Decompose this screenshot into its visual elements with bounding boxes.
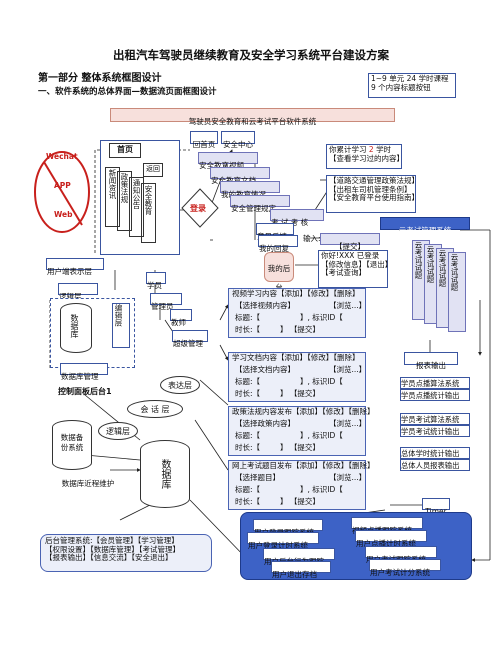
logic-layer: 逻辑层	[58, 283, 98, 301]
log-item: 用户后台行为跟踪	[263, 548, 335, 566]
tab-safety-edu[interactable]: 安全教育	[141, 183, 156, 243]
stats-item[interactable]: 学员考试算法系统	[400, 413, 470, 425]
regulations-box: 【道路交通管理政策法规】 【出租车司机管理条例】 【安全教育平台使用指南】	[326, 175, 419, 213]
stats-item[interactable]: 总体学时统计输出	[400, 447, 470, 459]
subsection-heading: 一、软件系统的总体界面—数据流页面框图设计	[38, 87, 217, 97]
stats-list: 学员点播算法系统 学员点播统计输出 学员考试算法系统 学员考试统计输出 总体学时…	[400, 377, 470, 471]
submit-button[interactable]: 【提交】	[320, 233, 380, 251]
my-backend[interactable]: 我的后台	[264, 252, 294, 292]
document-title: 出租汽车驾驶员继续教育及安全学习系统平台建设方案	[113, 48, 389, 62]
tab-policy[interactable]: 政策法规	[117, 171, 132, 231]
doc-content-panel: 学习文档内容【添加】【修改】【删除】 【选择文档内容】 【浏览...】 标题:【…	[228, 352, 366, 402]
course-note: 1~9 单元 24 学时课程 9 个内容标题按钮	[368, 73, 456, 98]
role-admin[interactable]: 管理员	[150, 293, 182, 311]
user-presentation-layer: 用户端表示层	[46, 258, 104, 276]
tab-news[interactable]: 新闻资讯	[105, 167, 120, 227]
tab-notice[interactable]: 通知公告	[129, 177, 144, 237]
exam-content-panel: 网上考试题目发布【添加】【修改】【删除】 【选择题目】 【浏览...】 标题:【…	[228, 460, 375, 510]
log-item: 用户考试计分系统	[369, 559, 441, 577]
db-manage-button[interactable]: 数据库管理	[60, 363, 108, 381]
diamond-shape	[181, 188, 219, 228]
database-cylinder: 数据库	[60, 303, 92, 353]
policy-content-panel: 政策法规内容发布【添加】【修改】【删除】 【选择政策内容】 【浏览...】 标题…	[228, 406, 375, 456]
menu-exam[interactable]: 考 试 考 核	[270, 209, 324, 227]
home-panel: 首页 返回 新闻资讯 政策法规 通知公告 安全教育	[100, 140, 180, 255]
role-teacher[interactable]: 教师	[170, 309, 192, 327]
login-diamond[interactable]: 登录	[181, 188, 219, 228]
data-backup-cylinder: 数据备份系统	[52, 420, 92, 470]
log-item: 用户登录计时系统	[247, 532, 319, 550]
role-student[interactable]: 学员	[146, 272, 166, 290]
log-item: 用户点播计时系统	[355, 530, 427, 548]
prohibited-icon	[34, 151, 90, 233]
cloud-exam-system[interactable]: 云考试管理系统	[380, 217, 470, 235]
home-back-button[interactable]: 回首页	[190, 131, 218, 149]
menu-safety-video[interactable]: 安全教育视频	[198, 152, 258, 170]
session-layer: 会 话 层	[127, 400, 183, 418]
return-button[interactable]: 返回	[143, 163, 163, 177]
presentation-layer: 表达层	[160, 376, 200, 394]
remote-maintenance: 数据库近程维护	[61, 479, 115, 488]
menu-my-education[interactable]: 我的教育情况	[220, 181, 280, 199]
platform-banner: 驾驶员安全教育和云考试平台软件系统	[110, 108, 395, 126]
backend-info-box: 你好!XXX 已登录 【修改信息】【退出】 【考试查询】	[318, 250, 393, 288]
stats-item[interactable]: 总体人员报表输出	[400, 459, 470, 471]
menu-my-reply[interactable]: 我的回复	[258, 235, 298, 253]
view-studied-link[interactable]: 【查看学习过的内容】	[329, 153, 404, 163]
study-stats-box: 你累计学习 2 学时 【查看学习过的内容】	[326, 144, 404, 169]
regulation-link[interactable]: 【道路交通管理政策法规】	[329, 176, 419, 185]
control-panel-label: 控制面板后台1	[58, 387, 112, 396]
log-item: 用户考试跟踪系统	[365, 546, 437, 564]
stats-item[interactable]: 学员点播算法系统	[400, 377, 470, 389]
home-button[interactable]: 首页	[109, 143, 141, 158]
role-super-admin[interactable]: 超级管理	[172, 330, 208, 348]
timer-box: Timer	[422, 498, 450, 516]
log-item: 用户退出存档	[271, 561, 331, 579]
safety-center-button[interactable]: 安全中心	[221, 131, 255, 149]
regulation-link[interactable]: 【安全教育平台使用指南】	[329, 193, 419, 203]
section-heading: 第一部分 整体系统框图设计	[38, 73, 162, 84]
exam-query-link[interactable]: 【考试查询】	[321, 268, 366, 278]
study-hours-value: 2	[368, 145, 374, 154]
stats-item[interactable]: 学员考试统计输出	[400, 425, 470, 437]
stats-item[interactable]: 学员点播统计输出	[400, 389, 470, 401]
edit-layer: 编辑层	[112, 303, 130, 348]
modify-logout-links[interactable]: 【修改信息】【退出】	[321, 259, 393, 269]
log-item: 视频点播跟踪系统	[351, 517, 423, 535]
tracking-systems-group: 用户登录跟踪系统 视频点播跟踪系统 用户登录计时系统 用户点播计时系统 用户后台…	[240, 512, 472, 580]
menu-safety-docs[interactable]: 安全教育文档	[210, 167, 270, 185]
report-output[interactable]: 报表输出	[404, 352, 458, 370]
input-label: 输入:	[303, 234, 321, 243]
logic-layer-2: 逻辑层	[98, 422, 138, 440]
cloud-exam-card: 云考试试题	[448, 252, 466, 332]
menu-feedback[interactable]: 意见反馈	[256, 223, 294, 241]
main-database-cylinder: 数据库	[140, 440, 190, 508]
log-item: 用户登录跟踪系统	[253, 519, 323, 537]
no-wechat-app-web-sign: Wechat APP Web	[32, 147, 92, 237]
regulation-link[interactable]: 【出租车司机管理条例】	[329, 184, 412, 194]
menu-safety-rules[interactable]: 安全管理规定	[230, 195, 290, 213]
video-content-panel: 视频学习内容【添加】【修改】【删除】 【选择视频内容】 【浏览...】 标题:【…	[228, 288, 366, 338]
backend-management: 后台管理系统:【会员管理】【学习管理】 【权限设置】【数据库管理】【考试管理】 …	[40, 534, 212, 572]
